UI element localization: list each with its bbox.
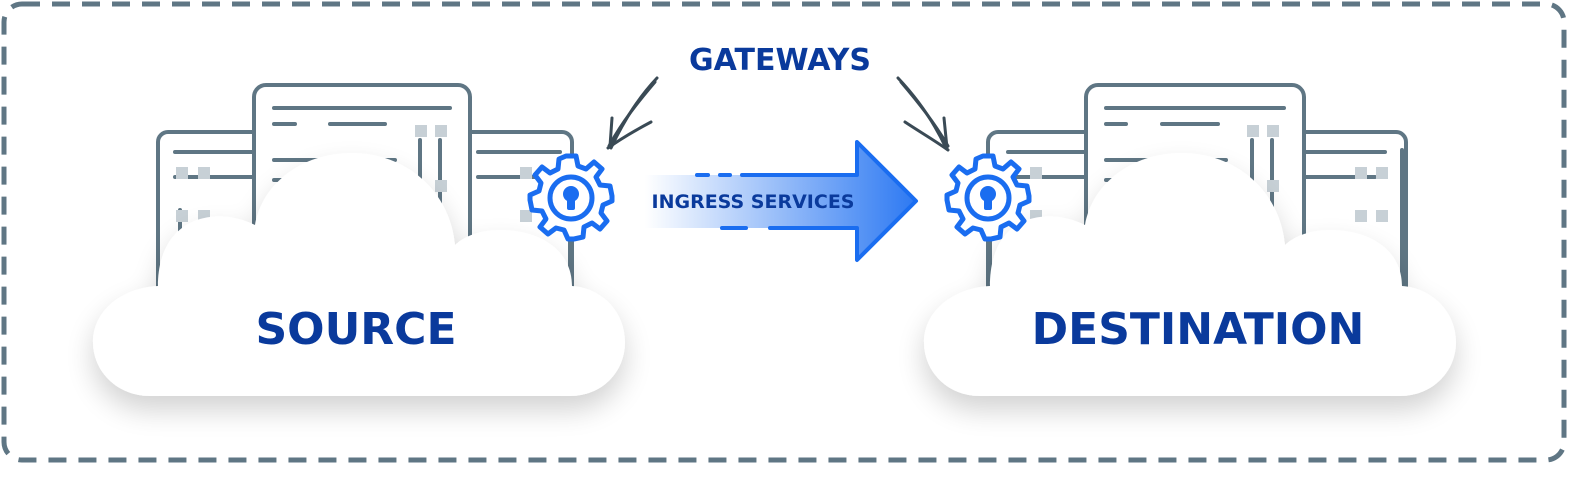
hand-drawn-arrow-icon — [896, 76, 950, 152]
cloud-icon — [93, 153, 625, 396]
destination-label: DESTINATION — [1032, 304, 1365, 355]
arrow-icon — [645, 142, 916, 260]
source-cloud — [93, 153, 625, 396]
destination-server-indicators — [1030, 125, 1388, 222]
ingress-arrow — [645, 140, 918, 262]
source-gateway-gear-icon — [530, 156, 612, 239]
destination-cloud — [924, 153, 1456, 396]
cloud-icon — [924, 153, 1456, 396]
hand-drawn-arrow-icon — [606, 76, 659, 150]
dashed-border — [1, 1, 1567, 463]
gateways-label: GATEWAYS — [689, 43, 871, 78]
ingress-services-label: INGRESS SERVICES — [652, 191, 855, 213]
destination-gateway-gear-icon — [947, 156, 1029, 239]
source-server-indicators — [176, 125, 532, 222]
source-label: SOURCE — [255, 304, 456, 355]
